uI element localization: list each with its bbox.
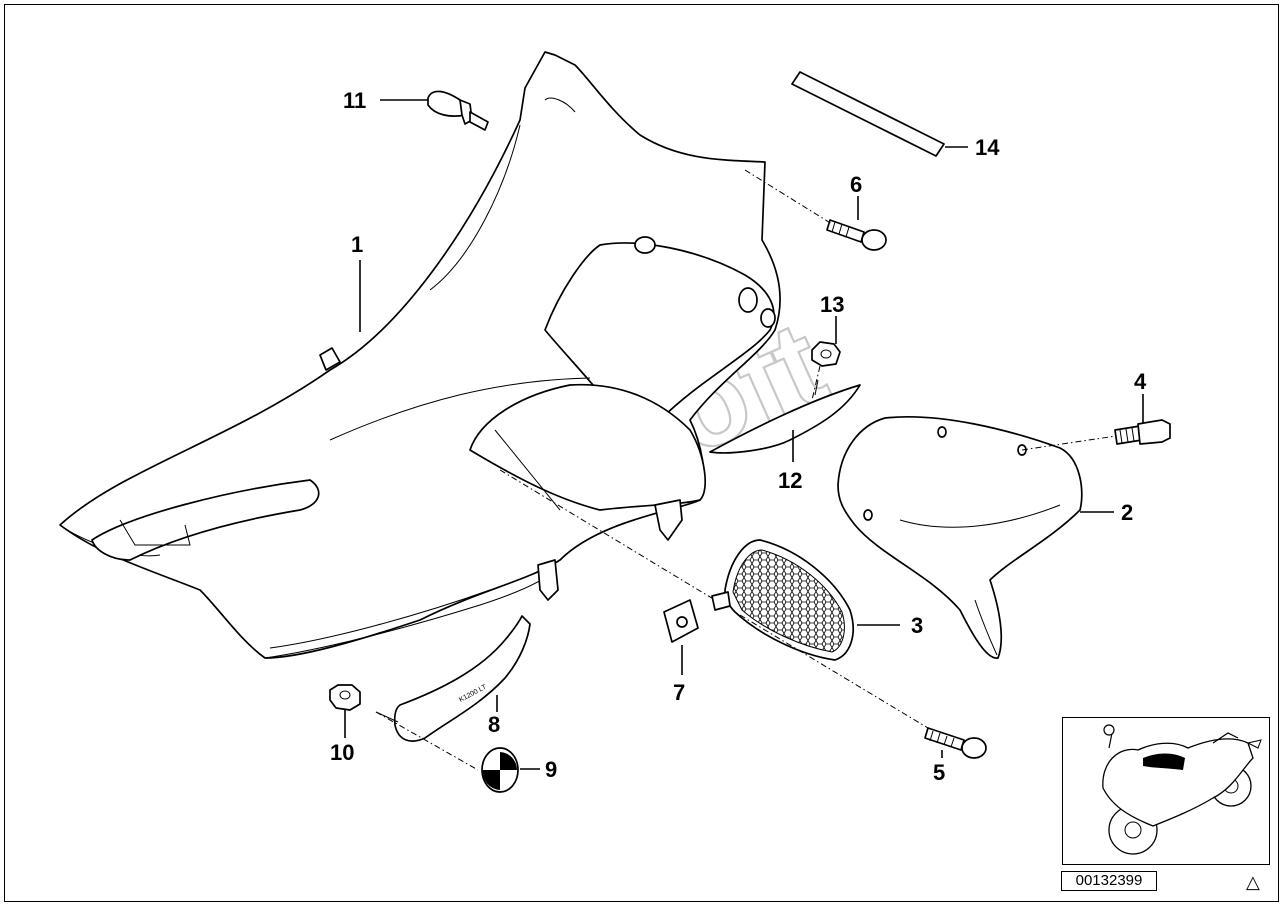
callout-6: 6 [850, 172, 862, 197]
part-number-label: 00132399 [1061, 871, 1157, 891]
hex-nut [811, 341, 841, 367]
callout-7: 7 [673, 680, 685, 705]
screw-upper [826, 219, 887, 251]
callout-2: 2 [1121, 500, 1133, 525]
side-fairing-panel [59, 51, 781, 659]
callout-5: 5 [933, 760, 945, 785]
foam-strip [791, 71, 945, 157]
callout-labels: 1 2 3 4 5 6 7 8 9 10 11 12 13 14 [330, 88, 1147, 785]
callout-4: 4 [1134, 369, 1147, 394]
callout-13: 13 [820, 292, 844, 317]
mesh-grille [711, 539, 854, 661]
rubber-grommet-nut [329, 684, 361, 711]
screw-with-sleeve [1114, 419, 1171, 445]
callout-10: 10 [330, 740, 354, 765]
wind-deflector [709, 379, 861, 454]
callout-9: 9 [545, 757, 557, 782]
clip-nut [663, 599, 699, 643]
callout-3: 3 [911, 613, 923, 638]
leader-lines [344, 99, 1144, 770]
callout-14: 14 [975, 135, 1000, 160]
bmw-roundel-icon [481, 747, 519, 793]
screw [924, 727, 987, 759]
trim-strip: K1200 LT [393, 615, 531, 742]
assembly-lines [375, 169, 1117, 771]
rubber-buffer [427, 90, 489, 131]
callout-8: 8 [488, 712, 500, 737]
callout-11: 11 [343, 88, 366, 113]
diagram-frame [4, 4, 1279, 902]
side-cover [837, 415, 1083, 659]
warning-triangle-icon: △ [1246, 872, 1260, 893]
motorcycle-thumbnail-icon [1102, 724, 1262, 855]
motorcycle-thumbnail [1062, 717, 1270, 865]
callout-1: 1 [351, 232, 363, 257]
callout-12: 12 [778, 468, 802, 493]
